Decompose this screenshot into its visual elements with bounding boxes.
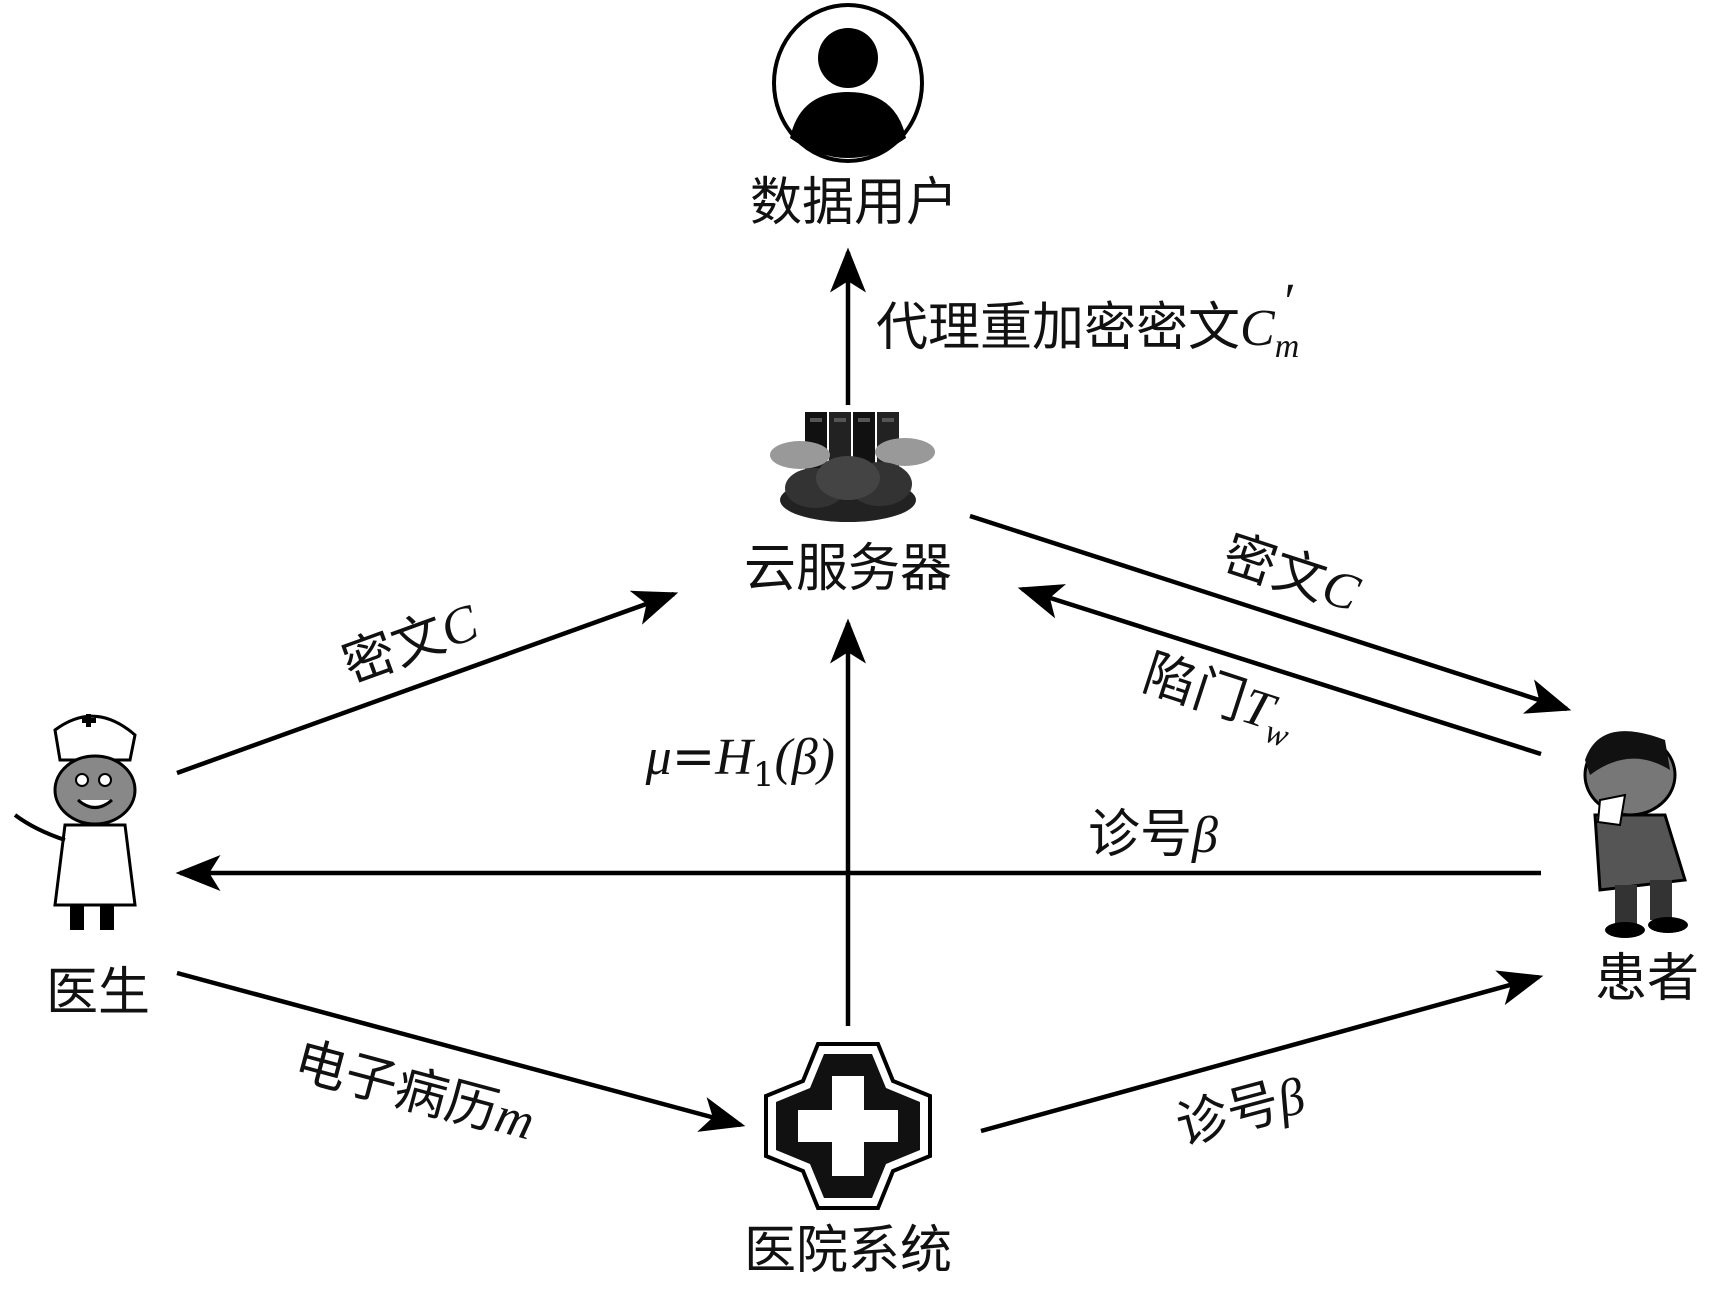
arrow-doctor-to-cloud — [176, 590, 679, 776]
trapdoor-label: 陷门Tw — [1134, 643, 1303, 755]
arrow-cloud-to-patient — [969, 513, 1572, 714]
arrow-hospital-to-patient — [980, 970, 1544, 1134]
arrow-patient-to-cloud — [1017, 584, 1542, 757]
hospital-cross-icon — [764, 1042, 932, 1210]
patient-label: 患者 — [1595, 949, 1699, 1009]
user-icon — [772, 3, 924, 163]
cloud-server-icon — [770, 412, 935, 522]
patient-icon — [1583, 731, 1688, 938]
emr-label: 电子病历m — [288, 1031, 541, 1153]
hospital-system-label: 医院系统 — [744, 1221, 952, 1281]
ciphertext-label-patient: 密文C — [1216, 524, 1368, 624]
ciphertext-label-doctor: 密文C — [335, 592, 487, 696]
diagnosis-number-label-top: 诊号β — [1088, 805, 1218, 865]
diagnosis-number-label-bottom: 诊号β — [1170, 1066, 1311, 1158]
cloud-server-label: 云服务器 — [744, 539, 952, 599]
hash-label: μ=H1(β) — [645, 727, 835, 795]
data-user-label: 数据用户 — [750, 173, 958, 233]
doctor-label: 医生 — [46, 963, 150, 1023]
doctor-icon — [13, 714, 137, 930]
reencrypted-ciphertext-label: 代理重加密密文Cm′ — [876, 274, 1299, 365]
arrow-doctor-to-hospital — [176, 970, 746, 1132]
